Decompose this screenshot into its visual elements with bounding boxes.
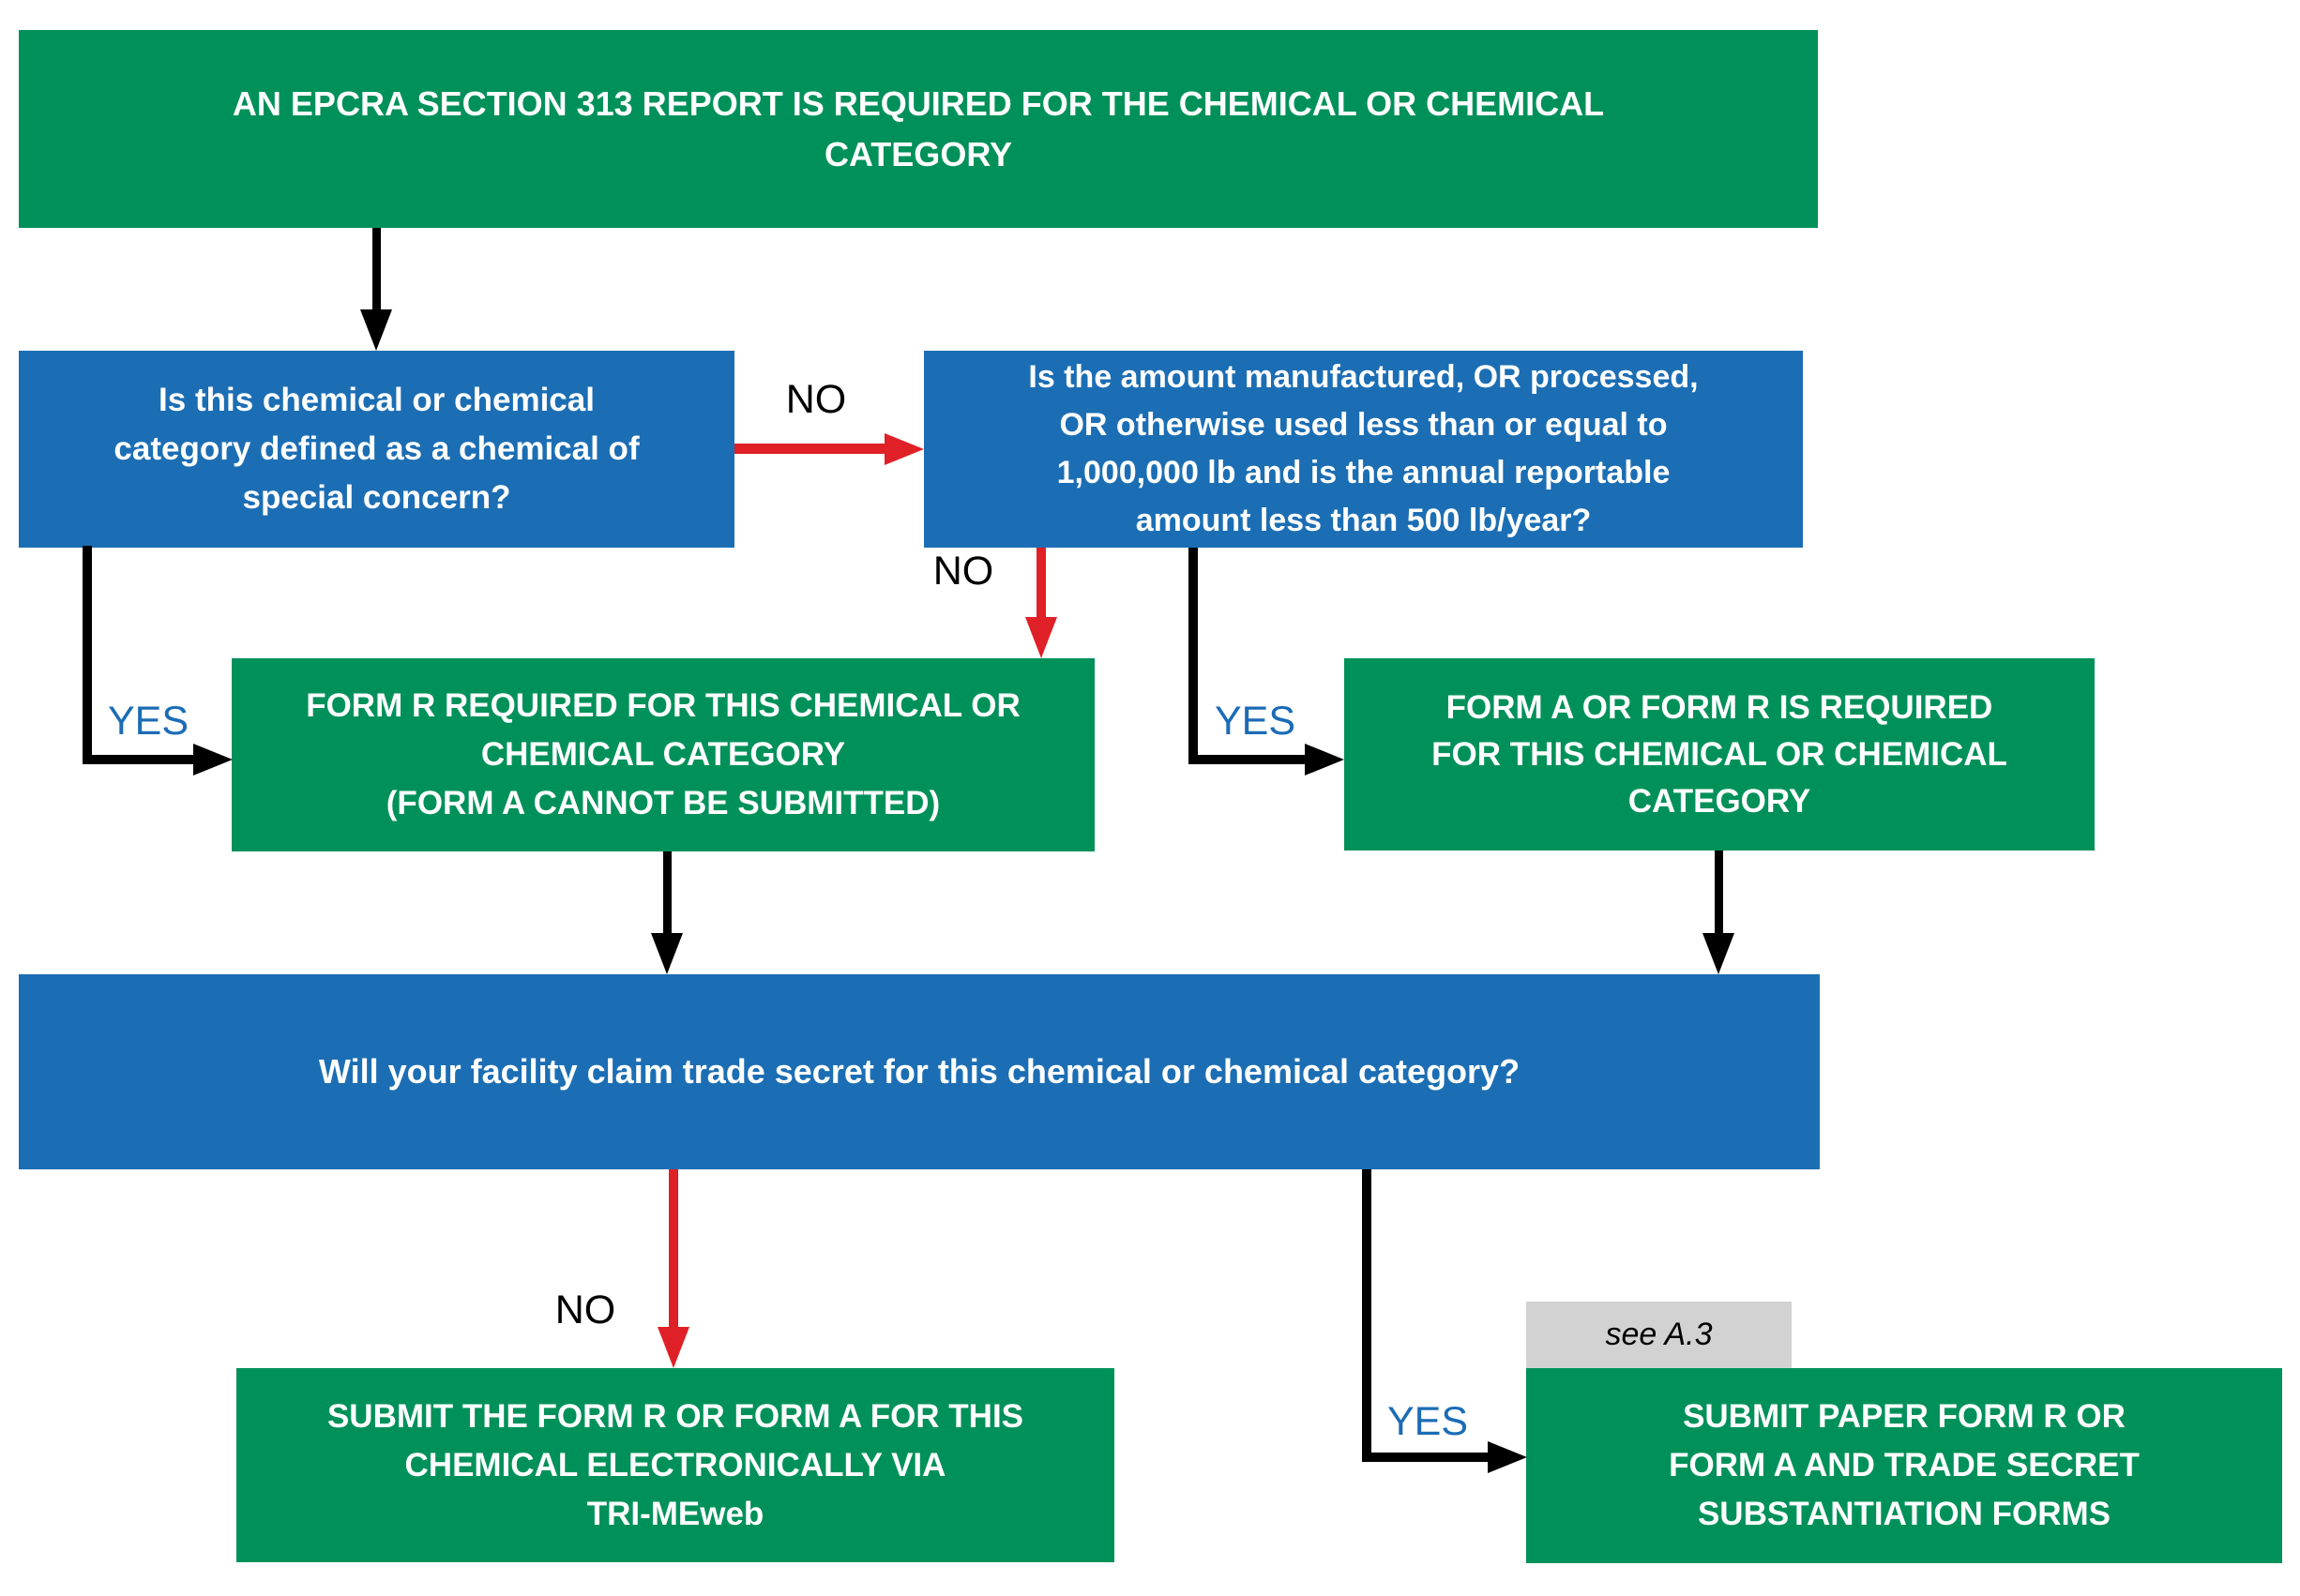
node-submit-paper: SUBMIT PAPER FORM R OR FORM A AND TRADE … <box>1526 1368 2282 1563</box>
node-submit-electronically: SUBMIT THE FORM R OR FORM A FOR THIS CHE… <box>236 1368 1114 1562</box>
arrow-yes-to-form-a-or-r-hline <box>1188 755 1307 764</box>
arrow-no-to-submit-electronic-line <box>669 1169 678 1329</box>
edge-label-yes-special-concern: YES <box>107 699 189 744</box>
edge-label-yes-threshold: YES <box>1214 699 1296 744</box>
arrow-start-to-special-concern-head <box>360 309 392 351</box>
edge-label-no-special-concern: NO <box>785 377 847 422</box>
note-see-a3: see A.3 <box>1526 1302 1792 1368</box>
arrow-no-to-threshold-head <box>885 433 924 465</box>
edge-label-no-trade-secret: NO <box>554 1287 616 1333</box>
edge-label-no-threshold: NO <box>932 549 994 594</box>
arrow-form-a-or-r-to-trade-secret-line <box>1715 851 1723 937</box>
node-start: AN EPCRA SECTION 313 REPORT IS REQUIRED … <box>19 30 1818 228</box>
arrow-yes-to-form-r-head <box>193 744 233 775</box>
arrow-yes-to-form-a-or-r-head <box>1305 744 1344 775</box>
arrow-start-to-special-concern-line <box>372 228 381 315</box>
node-form-r-required: FORM R REQUIRED FOR THIS CHEMICAL OR CHE… <box>232 658 1095 851</box>
arrow-no-to-form-r-head <box>1025 617 1057 658</box>
arrow-yes-to-submit-paper-vline <box>1362 1169 1371 1462</box>
arrow-no-to-submit-electronic-head <box>658 1327 689 1368</box>
arrow-yes-to-submit-paper-head <box>1488 1441 1527 1473</box>
edge-label-yes-trade-secret: YES <box>1386 1399 1469 1444</box>
arrow-form-r-to-trade-secret-line <box>663 851 672 937</box>
node-special-concern-question: Is this chemical or chemical category de… <box>19 351 734 548</box>
arrow-yes-to-submit-paper-hline <box>1362 1453 1488 1462</box>
node-threshold-question: Is the amount manufactured, OR processed… <box>924 351 1803 548</box>
arrow-form-r-to-trade-secret-head <box>651 933 683 974</box>
arrow-yes-to-form-r-vline <box>83 546 92 764</box>
arrow-no-to-threshold-line <box>734 444 886 454</box>
arrow-yes-to-form-a-or-r-vline <box>1188 548 1198 764</box>
arrow-no-to-form-r-line <box>1037 548 1046 621</box>
node-trade-secret-question: Will your facility claim trade secret fo… <box>19 974 1820 1169</box>
arrow-yes-to-form-r-hline <box>83 755 195 764</box>
arrow-form-a-or-r-to-trade-secret-head <box>1702 933 1734 974</box>
node-form-a-or-form-r-required: FORM A OR FORM R IS REQUIRED FOR THIS CH… <box>1344 658 2095 851</box>
